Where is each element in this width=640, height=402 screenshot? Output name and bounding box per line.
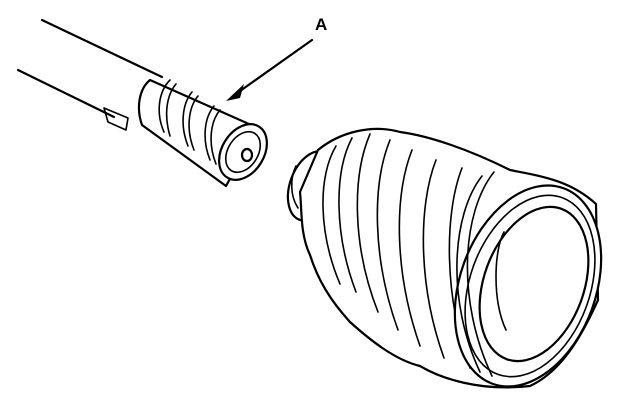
boot-fold-3b [422,159,445,359]
boot-large-end-opening [478,205,590,363]
boot-large-end-rim [453,184,603,388]
boot-band-groove-1 [456,175,483,373]
shaft-clip [103,107,129,131]
callout-a-label: A [315,15,327,34]
boot-small-end-inner [290,165,299,209]
spline-groove-1 [158,79,171,133]
boot-fold-3 [398,149,421,347]
boot-band-groove-2 [466,171,495,377]
spline-groove-2 [182,91,193,147]
spline-groove-3 [204,105,215,161]
boot-fold-1b [338,137,357,293]
callout-a-arrowhead [226,84,244,101]
boot-fold-1 [322,145,341,285]
boot-inner-shadow [495,231,507,331]
shaft-center-hole [240,147,254,163]
spline-groove-3b [210,109,221,165]
callout-a: A [226,15,327,101]
cv-joint-boot [286,127,603,389]
shaft-end-chamfer [224,130,262,174]
shaft-upper-edge [40,18,164,79]
spline-groove-1b [165,83,177,137]
callout-a-leader [231,38,314,98]
boot-fold-2b [376,139,399,331]
shaft-lower-edge [16,68,116,119]
boot-large-end-lip [464,194,596,378]
driveshaft [16,18,268,188]
spline-groove-2b [188,95,199,151]
boot-fold-2 [356,133,379,313]
